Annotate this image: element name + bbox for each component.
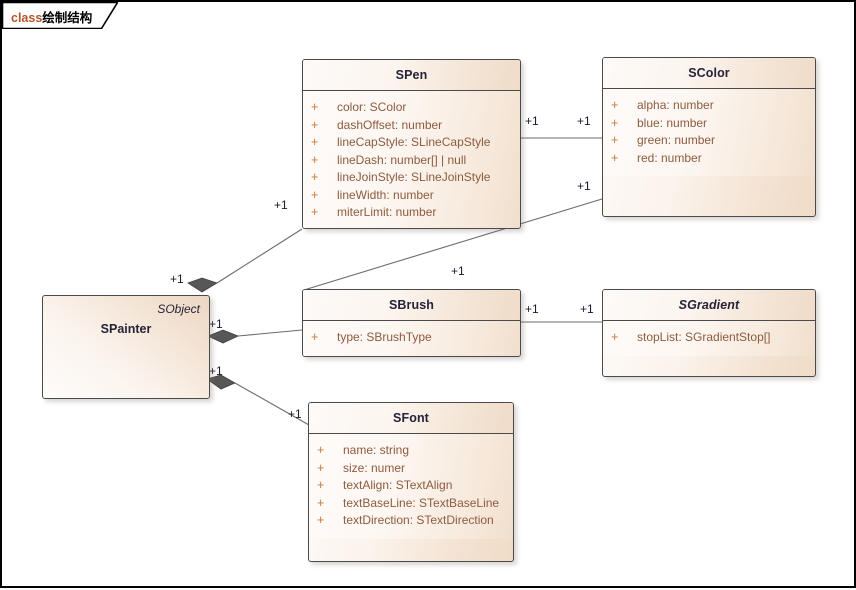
- sgradient-class-name: SGradient: [678, 298, 740, 312]
- tab-name: 绘制结构: [42, 11, 93, 25]
- attribute-visibility: +: [611, 330, 619, 344]
- class-box-spen[interactable]: SPen + color: SColor + dashOffset: numbe…: [302, 59, 521, 229]
- attribute-text: red: number: [637, 150, 702, 165]
- attribute-visibility: +: [311, 117, 319, 132]
- attribute-visibility: +: [311, 187, 319, 202]
- attribute-visibility: +: [311, 152, 319, 167]
- class-box-sbrush[interactable]: SBrush + type: SBrushType: [302, 289, 521, 357]
- attribute-row: + color: SColor: [303, 100, 520, 118]
- attribute-row: + blue: number: [603, 116, 815, 134]
- mult-sbrush-diagonal: +1: [451, 264, 465, 278]
- attribute-row: + alpha: number: [603, 98, 815, 116]
- attribute-visibility: +: [317, 495, 325, 510]
- attribute-text: alpha: number: [637, 98, 714, 112]
- attribute-text: lineDash: number[] | null: [337, 152, 467, 167]
- attribute-visibility: +: [317, 443, 325, 457]
- attribute-text: name: string: [343, 443, 410, 457]
- mult-spainter-top: +1: [170, 272, 184, 286]
- attribute-visibility: +: [311, 170, 319, 184]
- tab-shape-icon: [2, 2, 118, 29]
- attribute-row: + lineCapStyle: SLineCapStyle: [303, 135, 520, 153]
- tab-label-text: class绘制结构: [11, 7, 92, 26]
- attribute-text: size: numer: [343, 460, 406, 475]
- spainter-class-name: SPainter: [100, 322, 152, 336]
- attribute-text: type: SBrushType: [337, 330, 432, 344]
- sbrush-class-name: SBrush: [388, 298, 435, 312]
- attribute-visibility: +: [317, 513, 325, 527]
- spen-class-name: SPen: [395, 68, 428, 82]
- attribute-row: + size: numer: [309, 461, 513, 479]
- assoc-spainter-spen[interactable]: [187, 228, 303, 293]
- attribute-row: + stopList: SGradientStop[]: [603, 330, 815, 348]
- assoc-spainter-sbrush[interactable]: [206, 329, 303, 344]
- mult-sgradient-left: +1: [580, 302, 594, 316]
- attribute-visibility: +: [311, 100, 319, 114]
- attribute-row: + lineDash: number[] | null: [303, 153, 520, 171]
- attribute-row: + textDirection: STextDirection: [309, 513, 513, 531]
- sfont-header: SFont: [309, 403, 513, 434]
- attribute-text: lineJoinStyle: SLineJoinStyle: [337, 170, 491, 184]
- attribute-text: stopList: SGradientStop[]: [637, 330, 771, 344]
- sbrush-header: SBrush: [303, 290, 520, 321]
- diagram-title-tab[interactable]: class绘制结构: [2, 2, 118, 29]
- class-box-spainter[interactable]: SObject SPainter: [42, 295, 210, 399]
- scolor-class-name: SColor: [688, 66, 730, 80]
- attribute-visibility: +: [311, 205, 319, 219]
- attribute-text: miterLimit: number: [337, 205, 437, 219]
- mult-spainter-middle: +1: [209, 317, 223, 331]
- tab-keyword: class: [11, 11, 43, 25]
- attribute-row: + type: SBrushType: [303, 330, 520, 348]
- attribute-row: + name: string: [309, 443, 513, 461]
- attribute-visibility: +: [611, 150, 619, 165]
- attribute-text: textDirection: STextDirection: [343, 513, 494, 527]
- attribute-visibility: +: [611, 115, 619, 130]
- mult-spen-left: +1: [274, 198, 288, 212]
- attribute-row: + green: number: [603, 133, 815, 151]
- attribute-row: + red: number: [603, 151, 815, 169]
- class-box-scolor[interactable]: SColor + alpha: number + blue: number + …: [602, 57, 816, 217]
- class-box-sfont[interactable]: SFont + name: string + size: numer + tex…: [308, 402, 514, 562]
- mult-sbrush-right: +1: [525, 302, 539, 316]
- attribute-visibility: +: [311, 135, 319, 149]
- sbrush-attributes: + type: SBrushType: [303, 321, 520, 356]
- attribute-text: blue: number: [637, 115, 708, 130]
- attribute-row: + lineJoinStyle: SLineJoinStyle: [303, 170, 520, 188]
- attribute-row: + textBaseLine: STextBaseLine: [309, 496, 513, 514]
- attribute-visibility: +: [611, 133, 619, 147]
- attribute-row: + miterLimit: number: [303, 205, 520, 223]
- attribute-text: lineCapStyle: SLineCapStyle: [337, 135, 491, 149]
- sfont-attributes: + name: string + size: numer + textAlign…: [309, 434, 513, 539]
- attribute-visibility: +: [311, 330, 319, 344]
- sgradient-attributes: + stopList: SGradientStop[]: [603, 321, 815, 356]
- sgradient-header: SGradient: [603, 290, 815, 321]
- attribute-text: color: SColor: [337, 100, 407, 114]
- scolor-header: SColor: [603, 58, 815, 89]
- mult-scolor-left-bottom: +1: [577, 179, 591, 193]
- attribute-text: textAlign: STextAlign: [343, 478, 453, 492]
- attribute-row: + lineWidth: number: [303, 188, 520, 206]
- attribute-row: + dashOffset: number: [303, 118, 520, 136]
- attribute-text: textBaseLine: STextBaseLine: [343, 495, 500, 510]
- attribute-row: + textAlign: STextAlign: [309, 478, 513, 496]
- class-box-sgradient[interactable]: SGradient + stopList: SGradientStop[]: [602, 289, 816, 377]
- spen-header: SPen: [303, 60, 520, 91]
- composition-diamond-sbrush: [206, 329, 240, 344]
- attribute-text: dashOffset: number: [337, 117, 443, 132]
- spen-attributes: + color: SColor + dashOffset: number + l…: [303, 91, 520, 228]
- attribute-visibility: +: [317, 478, 325, 492]
- attribute-visibility: +: [317, 460, 325, 475]
- mult-scolor-left-top: +1: [577, 114, 591, 128]
- attribute-text: green: number: [637, 133, 716, 147]
- sfont-class-name: SFont: [393, 411, 429, 425]
- attribute-visibility: +: [611, 98, 619, 112]
- mult-spainter-bottom: +1: [209, 364, 223, 378]
- mult-spen-right: +1: [525, 114, 539, 128]
- attribute-text: lineWidth: number: [337, 187, 434, 202]
- scolor-attributes: + alpha: number + blue: number + green: …: [603, 89, 815, 176]
- spainter-stereotype: SObject: [157, 302, 200, 316]
- mult-sfont-left: +1: [288, 407, 302, 421]
- composition-diamond-spen: [187, 277, 218, 293]
